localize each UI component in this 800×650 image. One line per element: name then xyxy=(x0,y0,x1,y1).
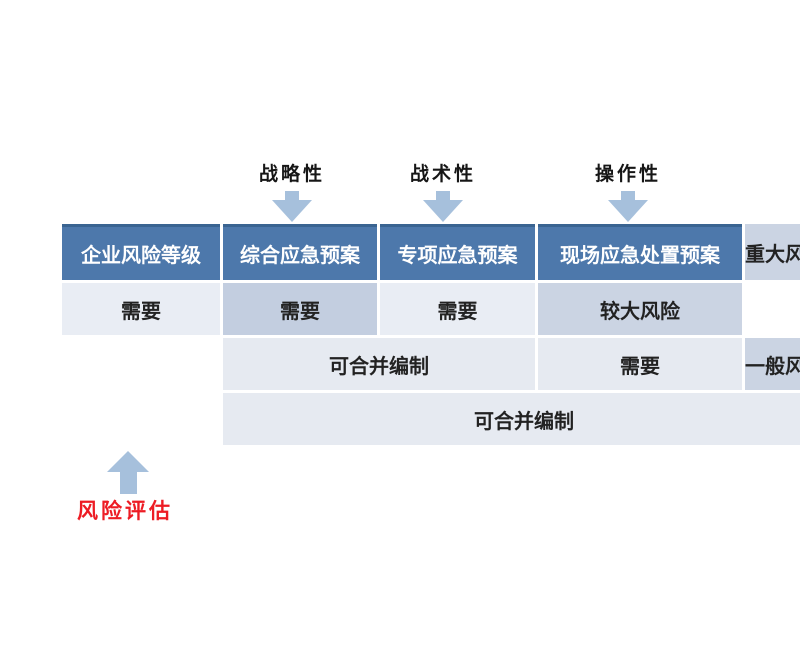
header-cell-special-plan: 专项应急预案 xyxy=(380,224,535,280)
annotation-operational-label: 操作性 xyxy=(594,164,661,185)
risk-assessment-label: 风险评估 xyxy=(77,499,173,523)
down-arrow-icon xyxy=(423,191,463,222)
row-major-risk-level-cell: 重大风险 xyxy=(745,224,800,280)
header-cell-risk-level: 企业风险等级 xyxy=(62,224,220,280)
risk-plan-table: 企业风险等级 综合应急预案 专项应急预案 现场应急处置预案 重大风险 需要 需要… xyxy=(62,224,800,445)
annotation-strategic: 战略性 xyxy=(222,159,362,222)
row-major-risk-cell-comprehensive: 需要 xyxy=(62,283,220,335)
down-arrow-icon xyxy=(272,191,312,222)
annotation-tactical: 战术性 xyxy=(373,159,513,222)
row-relatively-major-risk-cell-onsite: 需要 xyxy=(538,338,742,390)
row-general-risk-level-cell: 一般风险 xyxy=(745,338,800,390)
header-cell-onsite-plan: 现场应急处置预案 xyxy=(538,224,742,280)
up-arrow-icon xyxy=(107,451,149,494)
down-arrow-icon xyxy=(608,191,648,222)
annotation-strategic-label: 战略性 xyxy=(258,164,325,185)
annotation-tactical-label: 战术性 xyxy=(409,164,476,185)
row-general-risk-merged-cell: 可合并编制 xyxy=(223,393,800,445)
row-relatively-major-risk-merged-cell: 可合并编制 xyxy=(223,338,535,390)
row-relatively-major-risk-level-cell: 较大风险 xyxy=(538,283,742,335)
row-major-risk-cell-onsite: 需要 xyxy=(380,283,535,335)
row-major-risk-cell-special-highlighted: 需要 xyxy=(223,283,377,335)
header-cell-comprehensive-plan: 综合应急预案 xyxy=(223,224,377,280)
annotation-operational: 操作性 xyxy=(558,159,698,222)
